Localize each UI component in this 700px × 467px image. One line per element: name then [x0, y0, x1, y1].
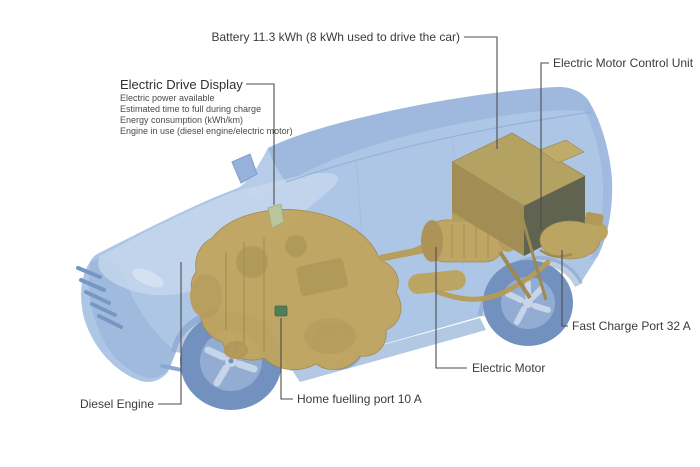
electric-drive-display-part [267, 203, 285, 229]
diesel-engine-part [190, 209, 402, 371]
leader-lines [158, 36, 568, 405]
label-battery: Battery 11.3 kWh (8 kWh used to drive th… [211, 30, 460, 44]
rear-hub [523, 298, 533, 308]
greenhouse-glass-band [268, 87, 592, 182]
grille-slat [79, 278, 106, 292]
labels: Battery 11.3 kWh (8 kWh used to drive th… [80, 30, 694, 411]
label-control-unit: Electric Motor Control Unit [553, 56, 694, 70]
grille-slat [90, 302, 117, 317]
battery-left-face [452, 162, 524, 256]
leader-fast-charge [561, 250, 568, 327]
home-fuelling-port-part [274, 305, 288, 317]
beltline-crease [285, 111, 593, 183]
battery-part [451, 132, 586, 301]
grille-slat [84, 290, 111, 305]
rear-edge-shading [581, 100, 613, 260]
front-grille [76, 266, 123, 329]
rear-wheel [483, 260, 573, 346]
grille-slat [97, 314, 123, 329]
label-fast-charge: Fast Charge Port 32 A [572, 319, 691, 333]
label-display-line: Electric power available [120, 93, 215, 103]
front-fascia-shading [88, 258, 176, 378]
rear-wheel-spokes [505, 280, 551, 325]
front-hub-cap [228, 358, 234, 364]
leader-home-port [280, 318, 293, 400]
leader-electric-motor [435, 247, 467, 369]
label-display-line: Estimated time to full during charge [120, 104, 261, 114]
label-display-line: Engine in use (diesel engine/electric mo… [120, 126, 293, 136]
fast-charge-unit-part [539, 212, 608, 260]
control-unit-part [539, 139, 585, 164]
label-diesel-engine: Diesel Engine [80, 397, 154, 411]
leader-battery [464, 36, 498, 149]
side-mirror [231, 153, 258, 184]
powertrain [190, 132, 608, 371]
battery-dark-face [524, 176, 585, 256]
leader-display [246, 83, 275, 205]
headlight [132, 268, 164, 288]
label-display-title: Electric Drive Display [120, 77, 243, 92]
label-electric-motor: Electric Motor [472, 361, 545, 375]
label-display-line: Energy consumption (kWh/km) [120, 115, 243, 125]
grille-slat [76, 266, 102, 279]
bumper-badge [160, 363, 184, 373]
label-home-port: Home fuelling port 10 A [297, 392, 422, 406]
exhaust-pipe [435, 259, 551, 302]
leader-control-unit [540, 62, 549, 230]
leader-diesel-engine [158, 262, 182, 405]
